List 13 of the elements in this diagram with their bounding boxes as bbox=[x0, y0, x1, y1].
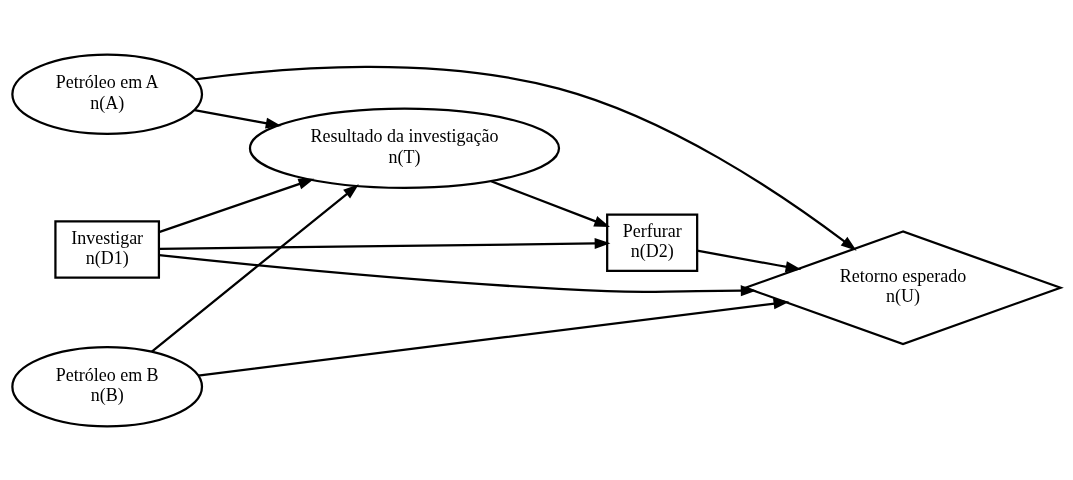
node-ellipse: Petróleo em B n(B) bbox=[11, 345, 204, 427]
arrow bbox=[158, 178, 315, 233]
node-box: Perfurar n(D2) bbox=[606, 213, 699, 272]
arrow bbox=[159, 237, 611, 250]
arrow bbox=[198, 297, 790, 377]
arrow bbox=[151, 183, 359, 352]
arrow bbox=[696, 249, 802, 272]
node-ellipse: Petróleo em A n(A) bbox=[11, 53, 204, 135]
arrow bbox=[159, 253, 757, 296]
arrow bbox=[194, 108, 282, 129]
node-box: Investigar n(D1) bbox=[54, 219, 161, 279]
arrow bbox=[195, 65, 857, 251]
arrow bbox=[490, 179, 610, 227]
